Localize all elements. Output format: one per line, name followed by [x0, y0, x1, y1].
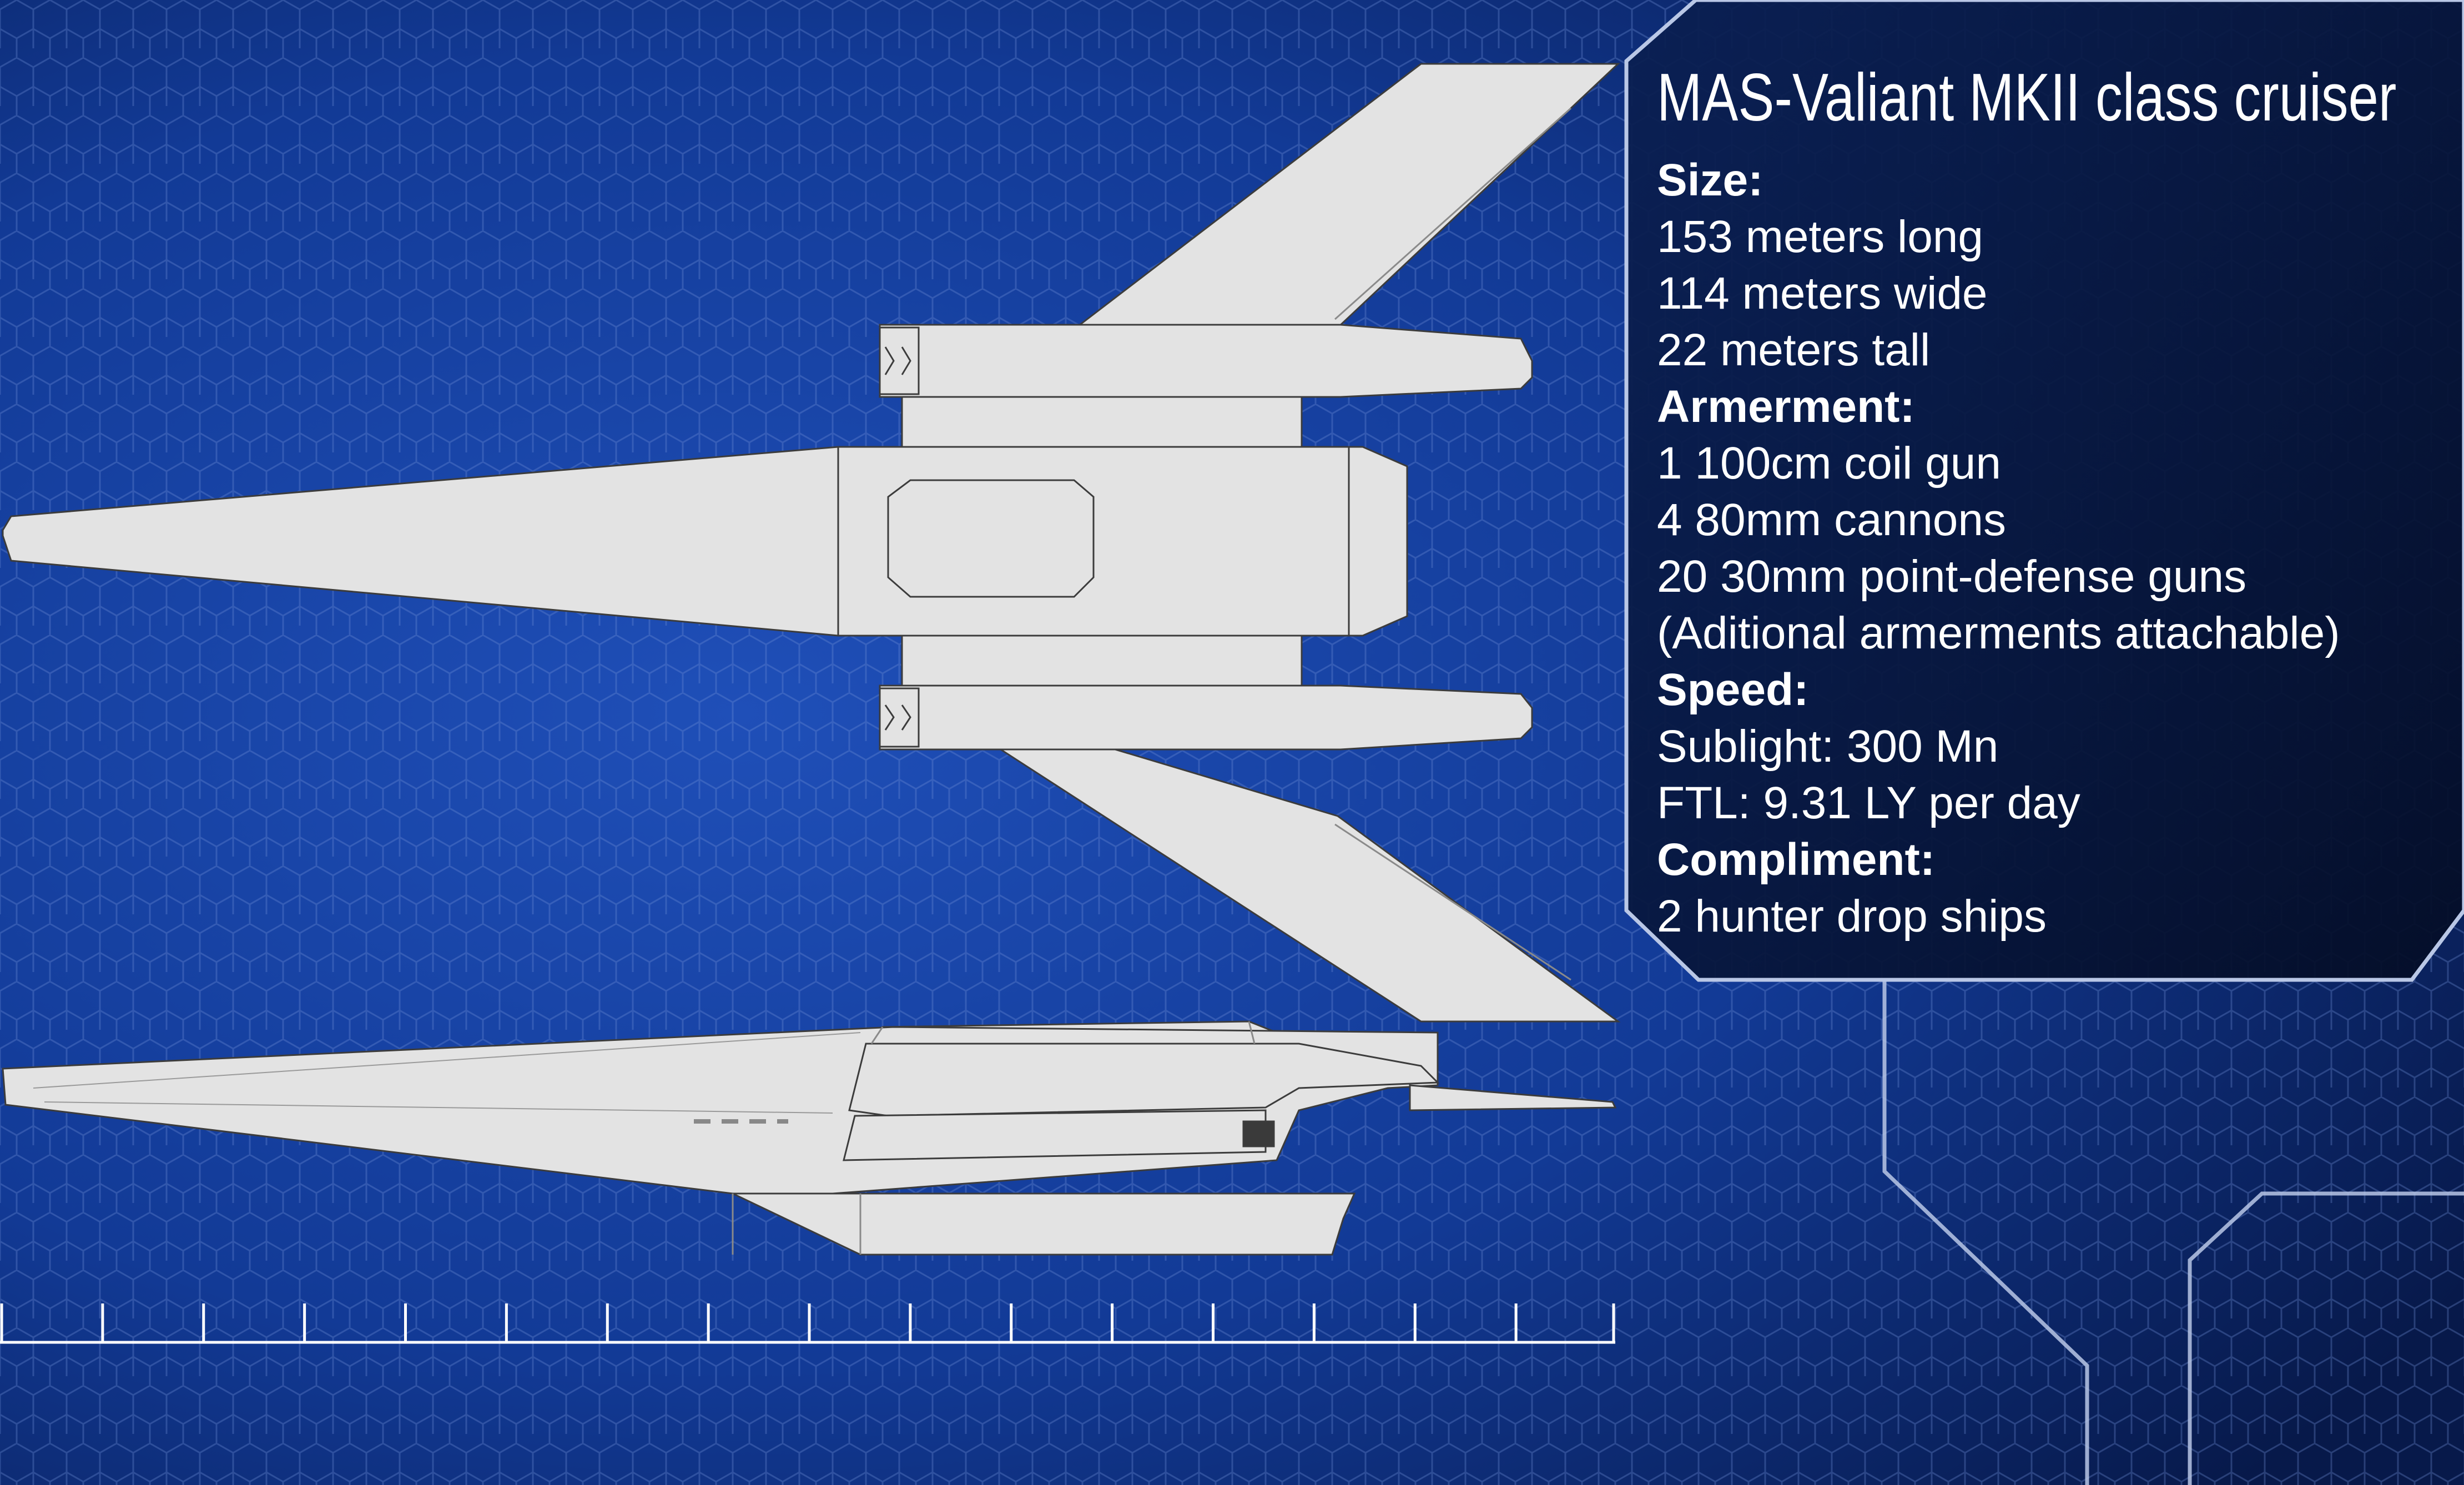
spec-compliment-1: 2 hunter drop ships — [1657, 891, 2047, 942]
upper-pod-nozzle — [879, 326, 920, 395]
upper-wing-edge — [1334, 107, 1571, 320]
frame-line-corner — [2188, 1191, 2464, 1485]
ship-side-view — [2, 1020, 1617, 1256]
upper-engine-pod — [879, 324, 1533, 398]
side-nose-spike — [1409, 1084, 1617, 1111]
lower-engine-pod — [879, 684, 1533, 751]
page-title: MAS-Valiant MKII class cruiser — [1657, 59, 2397, 135]
spec-height: 22 meters tall — [1657, 325, 1931, 375]
lower-wing — [901, 684, 1621, 1023]
frame-line-lower — [1882, 980, 2089, 1485]
armament-heading: Armerment: — [1657, 381, 1915, 432]
side-intake — [1242, 1120, 1275, 1147]
main-hull — [2, 446, 1408, 637]
spec-armament-1: 1 100cm coil gun — [1657, 438, 2001, 489]
scale-bar — [0, 1303, 1615, 1344]
spec-length: 153 meters long — [1657, 212, 1984, 262]
ship-top-view — [2, 63, 1621, 1023]
side-engine-pod — [848, 1043, 1440, 1117]
compliment-heading: Compliment: — [1657, 834, 1936, 885]
lower-wing-edge — [1334, 823, 1571, 981]
spec-width: 114 meters wide — [1657, 268, 1988, 319]
info-panel — [1624, 0, 2464, 982]
spec-armament-2: 4 80mm cannons — [1657, 495, 2007, 545]
lower-pod-nozzle — [879, 687, 920, 748]
speed-heading: Speed: — [1657, 665, 1809, 715]
spec-armament-4: (Aditional armerments attachable) — [1657, 608, 2340, 658]
side-keel — [732, 1192, 1356, 1256]
size-heading: Size: — [1657, 155, 1763, 205]
spec-armament-3: 20 30mm point-defense guns — [1657, 551, 2247, 602]
hull-hatch — [887, 479, 1095, 598]
spec-ftl: FTL: 9.31 LY per day — [1657, 778, 2080, 828]
side-lower-pod — [843, 1109, 1267, 1161]
spec-panel: MAS-Valiant MKII class cruiser Size: 153… — [1657, 50, 2456, 945]
spec-sublight: Sublight: 300 Mn — [1657, 721, 1999, 772]
